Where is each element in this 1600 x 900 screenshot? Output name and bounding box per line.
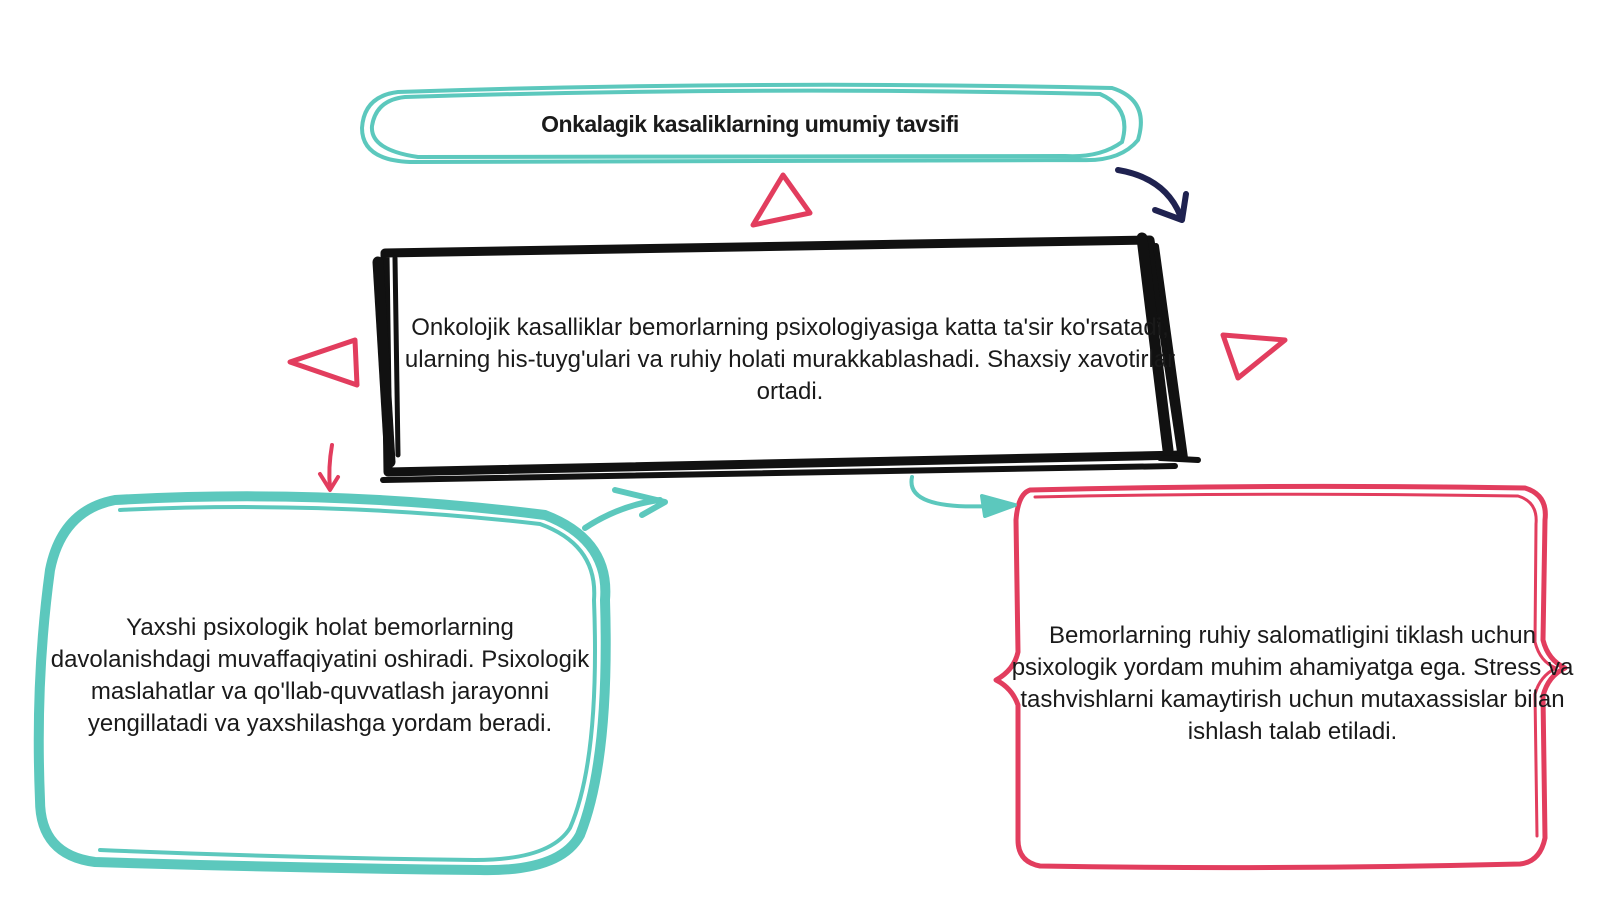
triangle-right-icon [1220, 332, 1288, 381]
left-box [33, 491, 611, 876]
triangle-top-icon [750, 172, 813, 228]
left-box-text: Yaxshi psixologik holat bemorlarning dav… [50, 614, 590, 737]
arrow-red-small-icon [318, 443, 340, 492]
center-box-text: Onkolojik kasalliklar bemorlarning psixo… [404, 314, 1176, 405]
triangle-left-icon [287, 337, 360, 388]
arrow-navy-icon [1115, 167, 1189, 223]
title-text: Onkalagik kasaliklarning umumiy tavsifi [541, 111, 959, 137]
title-box [359, 82, 1143, 165]
right-box [993, 483, 1568, 871]
arrow-teal-right-icon [909, 475, 1017, 518]
center-box [372, 232, 1201, 483]
right-box-text: Bemorlarning ruhiy salomatligini tiklash… [1011, 622, 1574, 745]
arrow-teal-left-icon [582, 487, 668, 531]
